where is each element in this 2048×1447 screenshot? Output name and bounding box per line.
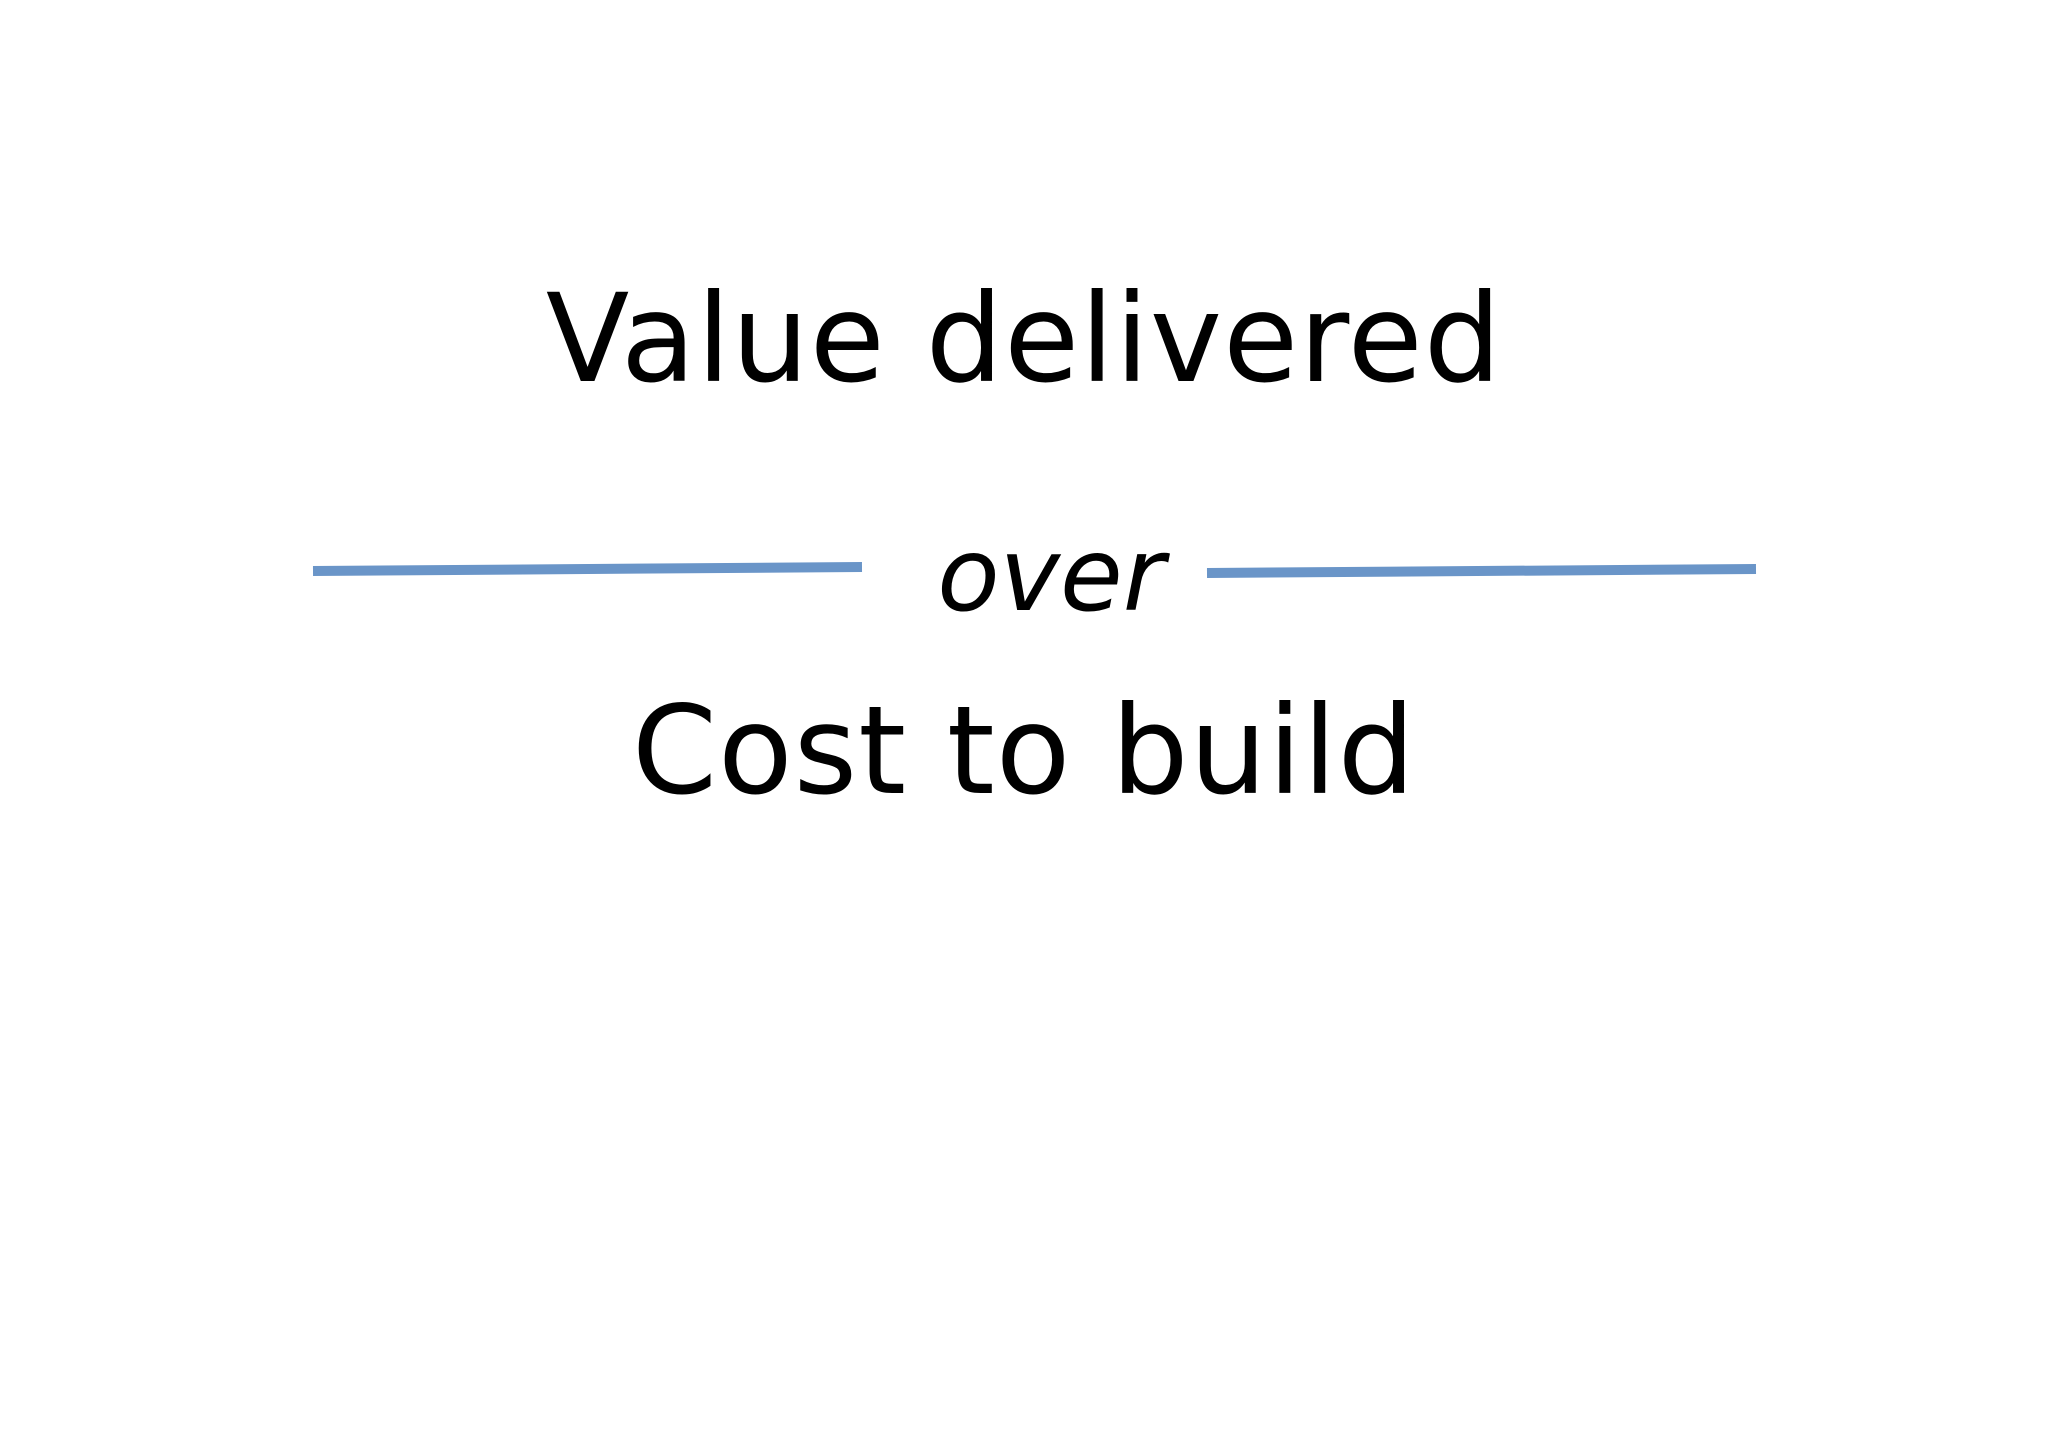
numerator-text: Value delivered (545, 268, 1503, 410)
fraction-line-left (312, 562, 863, 576)
denominator-text: Cost to build (631, 680, 1417, 822)
fraction-line-right (1206, 564, 1757, 578)
over-label: over (937, 516, 1165, 635)
